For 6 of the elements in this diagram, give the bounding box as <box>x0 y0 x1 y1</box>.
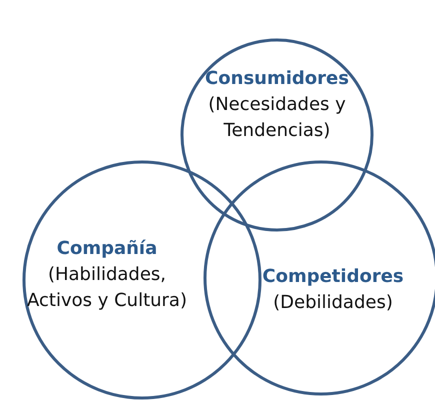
circle-heading: Compañía <box>56 237 158 261</box>
circle-description: (Habilidades, Activos y Cultura) <box>26 263 188 313</box>
circle-description: (Necesidades y Tendencias) <box>207 93 347 143</box>
circle-description: (Debilidades) <box>272 291 394 315</box>
circle-heading: Consumidores <box>204 67 350 91</box>
circle-heading: Competidores <box>261 265 405 289</box>
